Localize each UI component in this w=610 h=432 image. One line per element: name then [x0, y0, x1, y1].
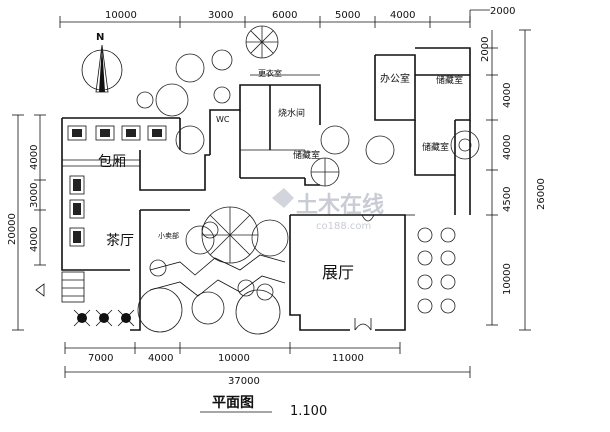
dim-right-3: 4000	[502, 135, 513, 160]
compass-north-label: N	[96, 32, 104, 43]
label-changing-room: 更衣室	[258, 68, 282, 78]
dim-left-2: 3000	[29, 183, 40, 208]
dim-top-1: 10000	[105, 10, 137, 21]
north-compass: N	[81, 32, 123, 93]
label-tea-hall: 茶厅	[106, 233, 134, 249]
label-storage-upper: 储藏室	[436, 74, 463, 86]
garden-path	[149, 254, 286, 297]
entrance-steps	[35, 271, 85, 303]
dim-left-4: 4000	[29, 227, 40, 252]
dim-right-1: 2000	[480, 37, 491, 62]
drawing-scale: 1.100	[290, 404, 327, 419]
exhibition-trees	[417, 227, 456, 314]
label-small-shop: 小卖部	[158, 231, 179, 240]
exhibition-doors	[354, 214, 375, 331]
watermark: 土木在线 co188.com	[272, 188, 384, 232]
dim-top-6: 2000	[490, 6, 515, 17]
top-dimension-line: 10000 3000 6000 5000 4000 2000	[59, 6, 515, 28]
drawing-title: 平面图	[212, 395, 254, 411]
dim-bottom-2: 4000	[148, 353, 173, 364]
garden-trees	[136, 25, 480, 335]
watermark-text: 土木在线	[296, 192, 384, 218]
dim-right-6: 26000	[536, 178, 547, 210]
label-storage-mid: 储藏室	[293, 149, 320, 161]
private-room-tables	[67, 125, 167, 247]
dim-left-3: 20000	[7, 213, 18, 245]
dim-right-4: 4500	[502, 187, 513, 212]
dim-top-4: 5000	[335, 10, 360, 21]
dim-top-5: 4000	[390, 10, 415, 21]
label-private-room: 包厢	[98, 154, 126, 170]
dim-top-3: 6000	[272, 10, 297, 21]
building-walls	[61, 47, 471, 331]
label-exhibition-hall: 展厅	[322, 263, 354, 282]
dim-right-2: 4000	[502, 83, 513, 108]
bottom-dimension-line: 7000 4000 10000 11000 37000	[64, 342, 471, 387]
label-office: 办公室	[380, 72, 410, 85]
dim-bottom-total: 37000	[228, 376, 260, 387]
left-dimension-line: 4000 3000 20000 4000	[7, 114, 46, 331]
dim-right-5: 10000	[502, 263, 513, 295]
dim-left-1: 4000	[29, 145, 40, 170]
dim-bottom-3: 10000	[218, 353, 250, 364]
dim-bottom-1: 7000	[88, 353, 113, 364]
outdoor-tea-seats	[73, 309, 135, 327]
label-storage-right: 储藏室	[422, 141, 449, 153]
dim-bottom-4: 11000	[332, 353, 364, 364]
label-boiler-room: 烧水间	[278, 107, 305, 119]
dim-top-2: 3000	[208, 10, 233, 21]
watermark-url: co188.com	[316, 221, 371, 232]
label-wc: WC	[216, 115, 230, 124]
right-dimension-line: 2000 4000 4000 4500 10000 26000	[480, 29, 547, 331]
